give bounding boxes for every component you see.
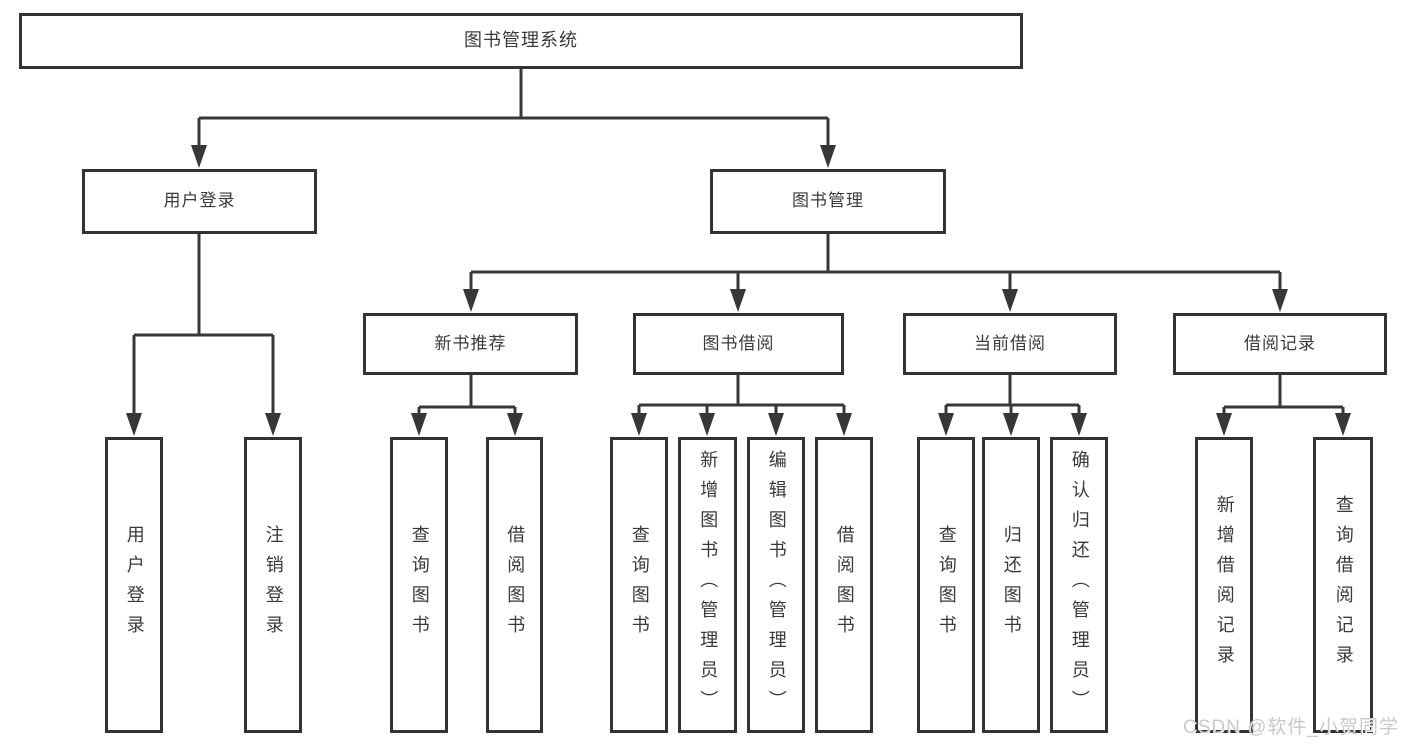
- leaf-label: 用户登录: [124, 525, 145, 645]
- leaf-logout: 注销登录: [244, 437, 302, 733]
- leaf-add-books-admin: 新增图书（管理员）: [678, 437, 737, 733]
- connector-bookmgmt-level3: [469, 234, 1282, 290]
- leaf-label: 借阅图书: [505, 525, 526, 645]
- connector-userlogin-leaves: [132, 234, 275, 413]
- arrowhead: [768, 413, 784, 436]
- arrowhead: [191, 145, 207, 168]
- leaf-label: 新增图书（管理员）: [698, 450, 719, 720]
- node-borrowing-records: 借阅记录: [1173, 313, 1387, 375]
- leaf-label: 新增借阅记录: [1214, 495, 1235, 675]
- arrowhead: [1335, 413, 1351, 436]
- leaf-return-books: 归还图书: [982, 437, 1040, 733]
- arrowhead: [1071, 413, 1087, 436]
- leaf-edit-books-admin: 编辑图书（管理员）: [747, 437, 805, 733]
- leaf-query-books-current: 查询图书: [917, 437, 975, 733]
- arrowhead: [938, 413, 954, 436]
- leaf-label: 归还图书: [1001, 525, 1022, 645]
- leaf-borrow-books-recommend: 借阅图书: [486, 437, 543, 733]
- leaf-label: 确认归还（管理员）: [1069, 450, 1090, 720]
- node-book-management: 图书管理: [710, 169, 946, 234]
- arrowhead: [507, 413, 523, 436]
- node-user-login: 用户登录: [82, 169, 317, 234]
- arrowhead: [730, 289, 746, 312]
- leaf-label: 注销登录: [263, 525, 284, 645]
- leaf-label: 编辑图书（管理员）: [766, 450, 787, 720]
- leaf-add-borrow-record: 新增借阅记录: [1195, 437, 1253, 733]
- connector-borrow-leaves: [637, 375, 846, 414]
- arrowhead: [1272, 289, 1288, 312]
- arrowhead: [820, 145, 836, 168]
- arrowhead: [126, 413, 142, 436]
- leaf-label: 查询图书: [409, 525, 430, 645]
- arrowhead: [836, 413, 852, 436]
- connector-record-leaves: [1222, 375, 1345, 414]
- node-book-borrowing: 图书借阅: [633, 313, 844, 375]
- connector-recommend-leaves: [417, 375, 517, 414]
- leaf-label: 查询图书: [629, 525, 650, 645]
- arrowhead: [411, 413, 427, 436]
- node-current-borrowing: 当前借阅: [903, 313, 1117, 375]
- leaf-label: 查询图书: [936, 525, 957, 645]
- arrowhead: [265, 413, 281, 436]
- leaf-borrow-books-borrow: 借阅图书: [815, 437, 873, 733]
- node-new-book-recommendation: 新书推荐: [363, 313, 578, 375]
- csdn-watermark: CSDN @软件_小贺同学: [1183, 717, 1399, 738]
- arrowhead: [1002, 289, 1018, 312]
- connector-current-leaves: [944, 375, 1081, 414]
- leaf-user-login: 用户登录: [105, 437, 163, 733]
- arrowhead: [463, 289, 479, 312]
- leaf-confirm-return-admin: 确认归还（管理员）: [1050, 437, 1108, 733]
- arrowhead: [1003, 413, 1019, 436]
- arrowhead: [699, 413, 715, 436]
- leaf-query-borrow-record: 查询借阅记录: [1313, 437, 1373, 733]
- node-library-management-system: 图书管理系统: [19, 13, 1023, 69]
- connector-root-level2: [197, 69, 830, 147]
- arrowhead: [631, 413, 647, 436]
- leaf-query-books-recommend: 查询图书: [390, 437, 448, 733]
- leaf-label: 查询借阅记录: [1333, 495, 1354, 675]
- arrowhead: [1216, 413, 1232, 436]
- leaf-label: 借阅图书: [834, 525, 855, 645]
- leaf-query-books-borrow: 查询图书: [610, 437, 668, 733]
